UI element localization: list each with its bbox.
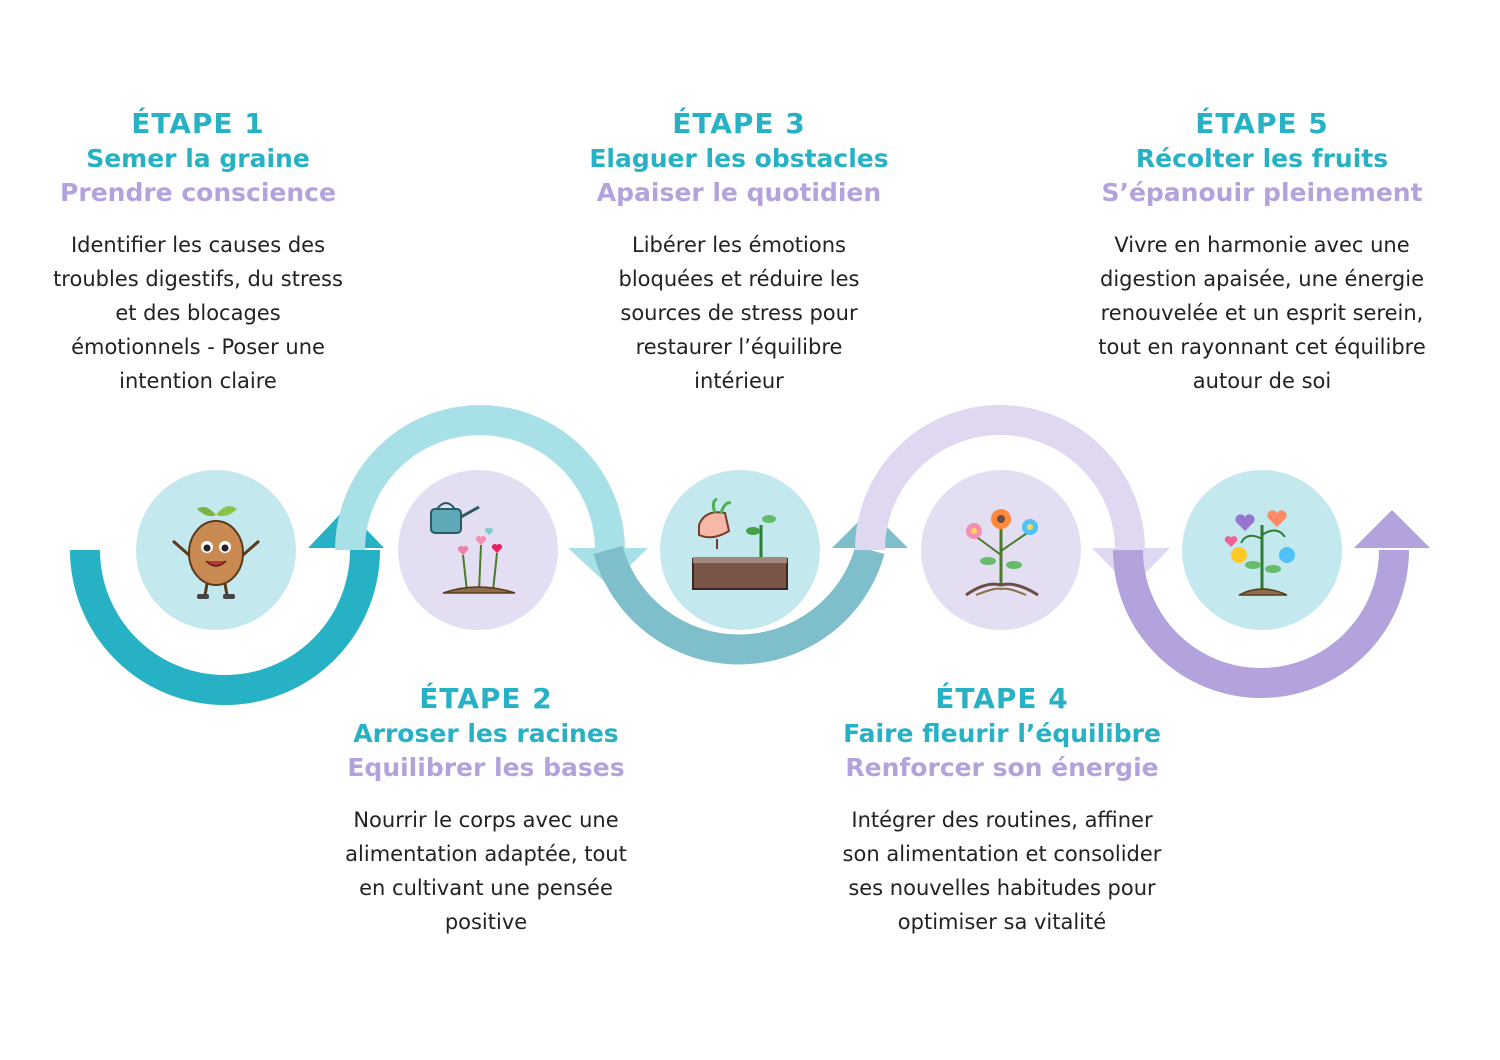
step-2-description: Nourrir le corps avec une alimentation a… xyxy=(345,808,627,934)
step-4-number: ÉTAPE 4 xyxy=(935,682,1069,715)
step-2-title: Arroser les racines xyxy=(353,719,619,748)
step-4-circle xyxy=(921,470,1081,630)
step-3-title: Elaguer les obstacles xyxy=(589,144,889,173)
step-5-description: Vivre en harmonie avec une digestion apa… xyxy=(1098,233,1426,393)
step-4-description: Intégrer des routines, affiner son alime… xyxy=(842,808,1162,934)
step-1-description: Identifier les causes des troubles diges… xyxy=(53,233,343,393)
step-1-subtitle: Prendre conscience xyxy=(60,178,336,207)
step-2-number: ÉTAPE 2 xyxy=(419,682,553,715)
smiling-seed-icon xyxy=(172,506,260,599)
step-3-circle xyxy=(660,470,820,630)
step-3-description: Libérer les émotions bloquées et réduire… xyxy=(618,233,860,393)
wave-segment-2 xyxy=(335,405,625,551)
step-2: ÉTAPE 2 Arroser les racines Equilibrer l… xyxy=(306,681,666,939)
step-1-title: Semer la graine xyxy=(86,144,310,173)
step-5-subtitle: S’épanouir pleinement xyxy=(1101,178,1423,207)
step-1-number: ÉTAPE 1 xyxy=(131,107,265,140)
step-4: ÉTAPE 4 Faire fleurir l’équilibre Renfor… xyxy=(822,681,1182,939)
step-3-subtitle: Apaiser le quotidien xyxy=(596,178,882,207)
step-4-subtitle: Renforcer son énergie xyxy=(845,753,1159,782)
step-5-number: ÉTAPE 5 xyxy=(1195,107,1329,140)
wave-segment-5 xyxy=(1113,549,1409,698)
pulling-weed-icon xyxy=(692,497,788,590)
arrow-head-5 xyxy=(1354,510,1430,548)
blooming-flowers-icon xyxy=(965,509,1039,597)
step-2-subtitle: Equilibrer les bases xyxy=(347,753,625,782)
wave-segment-3 xyxy=(593,545,885,665)
step-1: ÉTAPE 1 Semer la graine Prendre conscien… xyxy=(18,106,378,398)
step-2-circle xyxy=(398,470,558,630)
step-3-number: ÉTAPE 3 xyxy=(672,107,806,140)
step-1-circle xyxy=(136,470,296,630)
step-5-title: Récolter les fruits xyxy=(1135,144,1389,173)
step-4-title: Faire fleurir l’équilibre xyxy=(843,719,1161,748)
step-5-circle xyxy=(1182,470,1342,630)
wave-segment-1 xyxy=(70,549,380,705)
step-3: ÉTAPE 3 Elaguer les obstacles Apaiser le… xyxy=(559,106,919,398)
wave-segment-4 xyxy=(855,405,1145,551)
fruit-tree-icon xyxy=(1224,510,1295,596)
step-5: ÉTAPE 5 Récolter les fruits S’épanouir p… xyxy=(1062,106,1462,398)
watering-can-icon xyxy=(430,502,516,594)
